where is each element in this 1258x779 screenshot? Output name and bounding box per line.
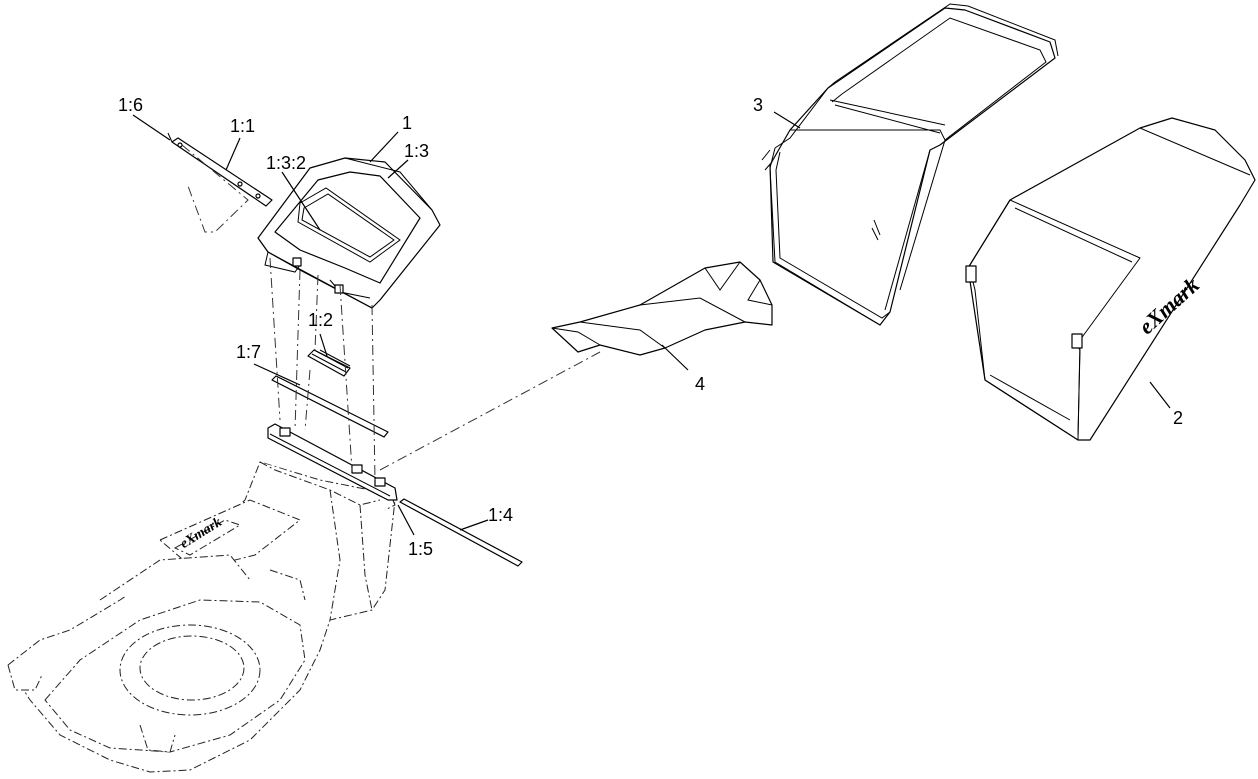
callout-1-7: 1:7 bbox=[236, 342, 262, 362]
grass-bag bbox=[965, 117, 1256, 441]
callout-1-5: 1:5 bbox=[408, 539, 434, 559]
hinge-pin bbox=[399, 498, 523, 567]
assembly-lines bbox=[181, 144, 601, 481]
callout-1-3: 1:3 bbox=[404, 141, 430, 161]
callout-1-1: 1:1 bbox=[230, 116, 256, 136]
hinge-rod bbox=[271, 375, 389, 438]
bag-frame bbox=[761, 3, 1059, 326]
mower-deck bbox=[7, 461, 396, 773]
callout-3: 3 bbox=[753, 95, 764, 115]
callout-1-3-2: 1:3:2 bbox=[266, 153, 307, 173]
callout-1-2: 1:2 bbox=[308, 310, 334, 330]
callout-1: 1 bbox=[402, 113, 413, 133]
discharge-chute bbox=[551, 261, 773, 356]
callout-2: 2 bbox=[1173, 408, 1184, 428]
callout-4: 4 bbox=[695, 374, 706, 394]
torsion-spring bbox=[307, 349, 351, 377]
callout-1-6: 1:6 bbox=[118, 95, 144, 115]
callout-1-4: 1:4 bbox=[488, 505, 514, 525]
leader-lines bbox=[132, 111, 1171, 536]
spring-plate bbox=[167, 132, 273, 207]
chute-door bbox=[257, 157, 441, 309]
